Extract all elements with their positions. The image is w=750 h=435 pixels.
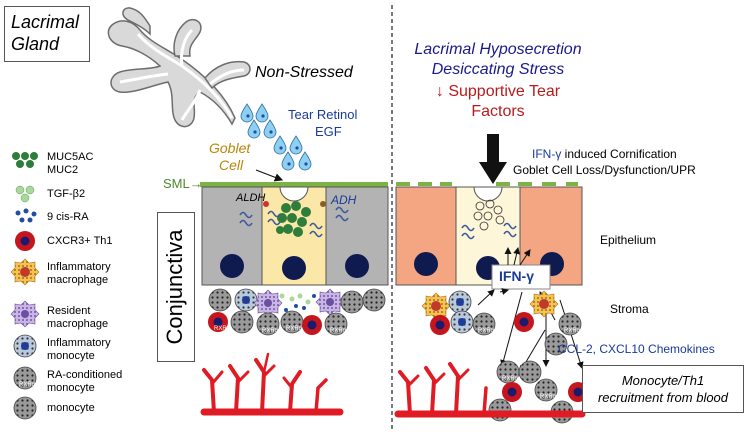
- er-membranes: [239, 206, 349, 238]
- sml-layer-left: [200, 182, 388, 187]
- goblet-cell-label: Goblet Cell: [209, 140, 250, 174]
- legend-inf-mono-line1: Inflammatory: [47, 337, 111, 349]
- ifn-box-frame: [491, 264, 551, 290]
- left-epithelium: [201, 186, 389, 286]
- chemokines-label: CCL-2, CXCL10 Chemokines: [558, 342, 715, 356]
- epithelium-label: Epithelium: [600, 233, 657, 247]
- gland-ducts: [119, 28, 245, 121]
- legend-muc-line2: MUC2: [47, 164, 79, 176]
- rxr-label: RXRα: [262, 328, 279, 334]
- legend-res-mac-line2: macrophage: [47, 318, 109, 330]
- legend-mono: monocyte: [47, 402, 95, 415]
- stress-title-line2: Desiccating Stress: [431, 61, 565, 78]
- legend-inf-mac: Inflammatory macrophage: [47, 261, 111, 287]
- lacrimal-gland-label: Lacrimal Gland: [4, 6, 90, 62]
- legend-mono-line1: monocyte: [47, 402, 95, 414]
- legend-ra-mono-line2: monocyte: [47, 382, 95, 394]
- goblet-line1: Goblet: [209, 140, 251, 156]
- rxr-label: RXRα: [19, 382, 36, 388]
- conjunctiva-box: [157, 212, 195, 362]
- sml-layer-right: [396, 182, 578, 186]
- blood-vessels-left: [200, 352, 344, 416]
- legend-muc-line1: MUC5AC: [47, 151, 94, 163]
- legend-ra-line1: 9 cis-RA: [47, 211, 89, 223]
- supportive-line2: Factors: [471, 103, 525, 120]
- lacrimal-gland-illustration: [107, 7, 251, 128]
- legend-res-mac-line1: Resident: [47, 305, 91, 317]
- legend-muc: MUC5AC MUC2: [47, 151, 93, 177]
- adh-label: ADH: [331, 193, 357, 207]
- legend-th1-line1: CXCR3+ Th1: [47, 235, 113, 247]
- goblet-line2: Cell: [219, 157, 244, 173]
- rxr-label: RXRα: [214, 326, 231, 332]
- supportive-line1: ↓ Supportive Tear: [435, 83, 561, 100]
- recruitment-line2: recruitment from blood: [597, 390, 729, 405]
- lacrimal-gland-line2: Gland: [11, 34, 60, 54]
- right-epithelium: [395, 186, 583, 286]
- tear-retinol-label: Tear Retinol: [288, 107, 358, 122]
- legend-ra-mono: RA-conditioned monocyte: [47, 369, 122, 395]
- left-stroma-cells: [208, 288, 386, 336]
- legend-tgf: TGF-β2: [47, 188, 85, 201]
- recruitment-line1: Monocyte/Th1: [621, 373, 705, 388]
- tear-droplets: [240, 103, 312, 171]
- egf-label: EGF: [315, 124, 342, 139]
- conjunctiva-label: Conjunctiva: [162, 229, 187, 345]
- legend-inf-mac-line1: Inflammatory: [47, 261, 111, 273]
- legend-res-mac: Resident macrophage: [47, 305, 108, 331]
- non-stressed-label: Non-Stressed: [255, 64, 353, 81]
- lacrimal-gland-line1: Lacrimal: [11, 12, 80, 32]
- rxr-label: RXRα: [502, 376, 519, 382]
- goblet-pointer-arrow: [255, 169, 284, 182]
- legend-ra-mono-line1: RA-conditioned: [47, 369, 123, 381]
- mucin-granules: [276, 201, 311, 237]
- legend-tgf-line1: TGF-β2: [47, 188, 86, 200]
- goblet-loss-label: Goblet Cell Loss/Dysfunction/UPR: [513, 163, 696, 177]
- legend-icons: [10, 152, 40, 420]
- aldh-label: ALDH: [236, 192, 266, 204]
- stress-title: Lacrimal Hyposecretion Desiccating Stres…: [398, 40, 598, 80]
- legend-th1: CXCR3+ Th1: [47, 235, 113, 248]
- ifn-gamma-box-label: IFN-γ: [499, 268, 534, 284]
- stress-title-line1: Lacrimal Hyposecretion: [414, 41, 582, 58]
- rxr-label: RXRα: [478, 328, 495, 334]
- legend-inf-mac-line2: macrophage: [47, 274, 109, 286]
- blood-vessels-right: [394, 362, 586, 418]
- cornification-text: induced Cornification: [561, 147, 677, 161]
- ifn-cornification-label: IFN-γ induced Cornification: [532, 147, 677, 161]
- rxr-label: RXRα: [286, 326, 303, 332]
- rxr-label: RXRα: [540, 394, 557, 400]
- sml-label: SML→: [163, 176, 203, 191]
- stress-arrow: [479, 134, 507, 184]
- rxr-label: RXRα: [330, 328, 347, 334]
- supportive-factors-label: ↓ Supportive Tear Factors: [405, 82, 591, 122]
- stroma-label: Stroma: [610, 302, 649, 316]
- legend-inf-mono-line2: monocyte: [47, 350, 95, 362]
- legend-ra: 9 cis-RA: [47, 211, 89, 224]
- rxr-label: RXRα: [564, 328, 581, 334]
- legend-inf-mono: Inflammatory monocyte: [47, 337, 111, 363]
- recruitment-box: Monocyte/Th1 recruitment from blood: [582, 365, 744, 413]
- ifn-gamma-prefix: IFN-γ: [532, 147, 562, 161]
